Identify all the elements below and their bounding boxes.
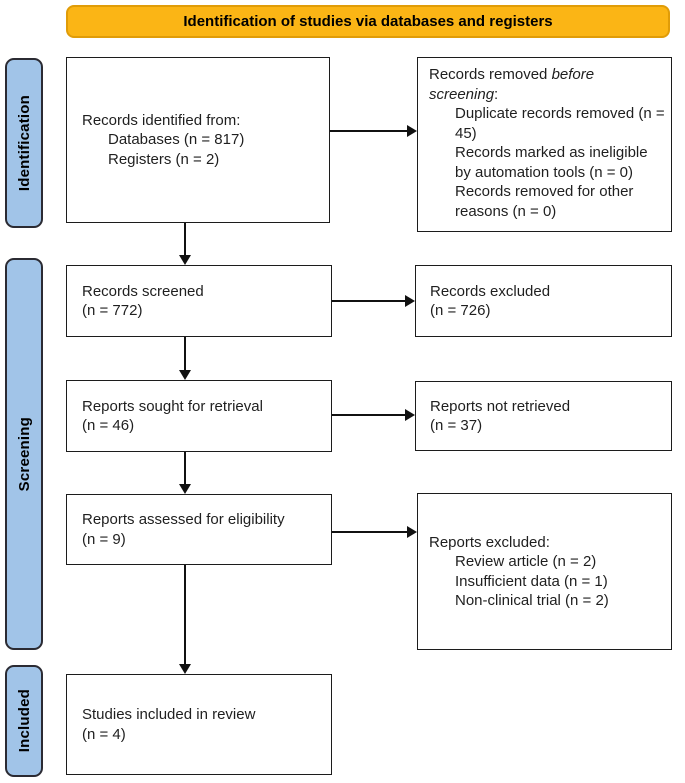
arrow-sought-to-assessed — [184, 452, 186, 484]
banner-databases-registers: Identification of studies via databases … — [66, 5, 670, 38]
box-reports-sought: Reports sought for retrieval (n = 46) — [66, 380, 332, 452]
reports-sought-label: Reports sought for retrieval — [82, 397, 263, 415]
records-removed-italic-before: before — [551, 66, 595, 83]
records-screened-count: (n = 772) — [82, 302, 143, 319]
box-records-removed: Records removed before screening: Duplic… — [417, 57, 672, 232]
records-removed-title-line1: Records removed before — [429, 65, 665, 85]
arrow-sought-to-not-retrieved — [332, 414, 405, 416]
reports-not-retrieved-count: (n = 37) — [430, 417, 483, 434]
records-identified-title: Records identified from: — [82, 111, 241, 129]
box-records-excluded: Records excluded (n = 726) — [415, 265, 672, 337]
arrow-identified-to-removed — [330, 130, 407, 132]
phase-label-included-text: Included — [15, 689, 33, 753]
studies-included-label: Studies included in review — [82, 706, 256, 723]
reports-excluded-insufficient-data: Insufficient data (n = 1) — [455, 572, 608, 590]
reports-assessed-count: (n = 9) — [82, 530, 126, 548]
box-records-screened: Records screened (n = 772) — [66, 265, 332, 337]
records-removed-italic-screening: screening — [429, 85, 495, 103]
arrow-assessed-to-included — [184, 565, 186, 664]
arrow-identified-to-screened — [184, 223, 186, 255]
arrow-screened-to-sought — [184, 337, 186, 370]
records-removed-duplicates: Duplicate records removed (n = 45) — [455, 105, 665, 142]
studies-included-count: (n = 4) — [82, 725, 126, 743]
phase-label-identification: Identification — [5, 58, 43, 228]
box-reports-not-retrieved: Reports not retrieved (n = 37) — [415, 381, 672, 451]
records-removed-title-line2: screening: — [429, 85, 665, 105]
reports-not-retrieved-label: Reports not retrieved — [430, 397, 571, 415]
records-identified-registers: Registers (n = 2) — [108, 150, 220, 168]
reports-excluded-title: Reports excluded: — [429, 533, 550, 551]
reports-excluded-review-article: Review article (n = 2) — [455, 553, 597, 570]
phase-label-screening: Screening — [5, 258, 43, 650]
records-removed-automation: Records marked as ineligible by automati… — [455, 144, 648, 181]
phase-label-identification-text: Identification — [15, 94, 33, 192]
phase-label-screening-text: Screening — [15, 416, 33, 492]
box-reports-excluded: Reports excluded: Review article (n = 2)… — [417, 493, 672, 650]
reports-assessed-label: Reports assessed for eligibility — [82, 511, 285, 528]
records-identified-databases: Databases (n = 817) — [108, 131, 245, 149]
records-removed-prefix: Records removed — [429, 66, 552, 83]
records-excluded-label: Records excluded — [430, 282, 551, 300]
box-reports-assessed: Reports assessed for eligibility (n = 9) — [66, 494, 332, 565]
records-excluded-count: (n = 726) — [430, 302, 491, 319]
box-records-identified: Records identified from: Databases (n = … — [66, 57, 330, 223]
records-removed-suffix: : — [494, 85, 499, 103]
arrow-assessed-to-reports-excluded — [332, 531, 407, 533]
reports-sought-count: (n = 46) — [82, 417, 135, 434]
banner-title: Identification of studies via databases … — [183, 13, 553, 30]
arrow-screened-to-excluded — [332, 300, 405, 302]
box-studies-included: Studies included in review (n = 4) — [66, 674, 332, 775]
records-screened-label: Records screened — [82, 282, 204, 300]
phase-label-included: Included — [5, 665, 43, 777]
records-removed-other: Records removed for other reasons (n = 0… — [455, 183, 634, 220]
reports-excluded-non-clinical: Non-clinical trial (n = 2) — [455, 592, 609, 609]
